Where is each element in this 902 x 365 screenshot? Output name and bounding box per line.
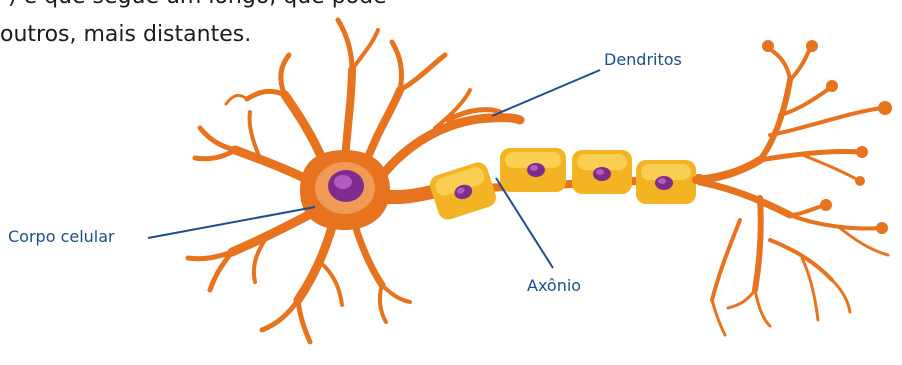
myelin-sheath: [427, 148, 696, 222]
cell-body: [300, 150, 390, 230]
axon-terminals: [696, 48, 888, 335]
terminal-buttons: [762, 40, 892, 234]
label-corpo-celular: Corpo celular: [8, 227, 115, 246]
label-dendritos: Dendritos: [604, 50, 682, 69]
label-axonio: Axônio: [527, 276, 581, 295]
